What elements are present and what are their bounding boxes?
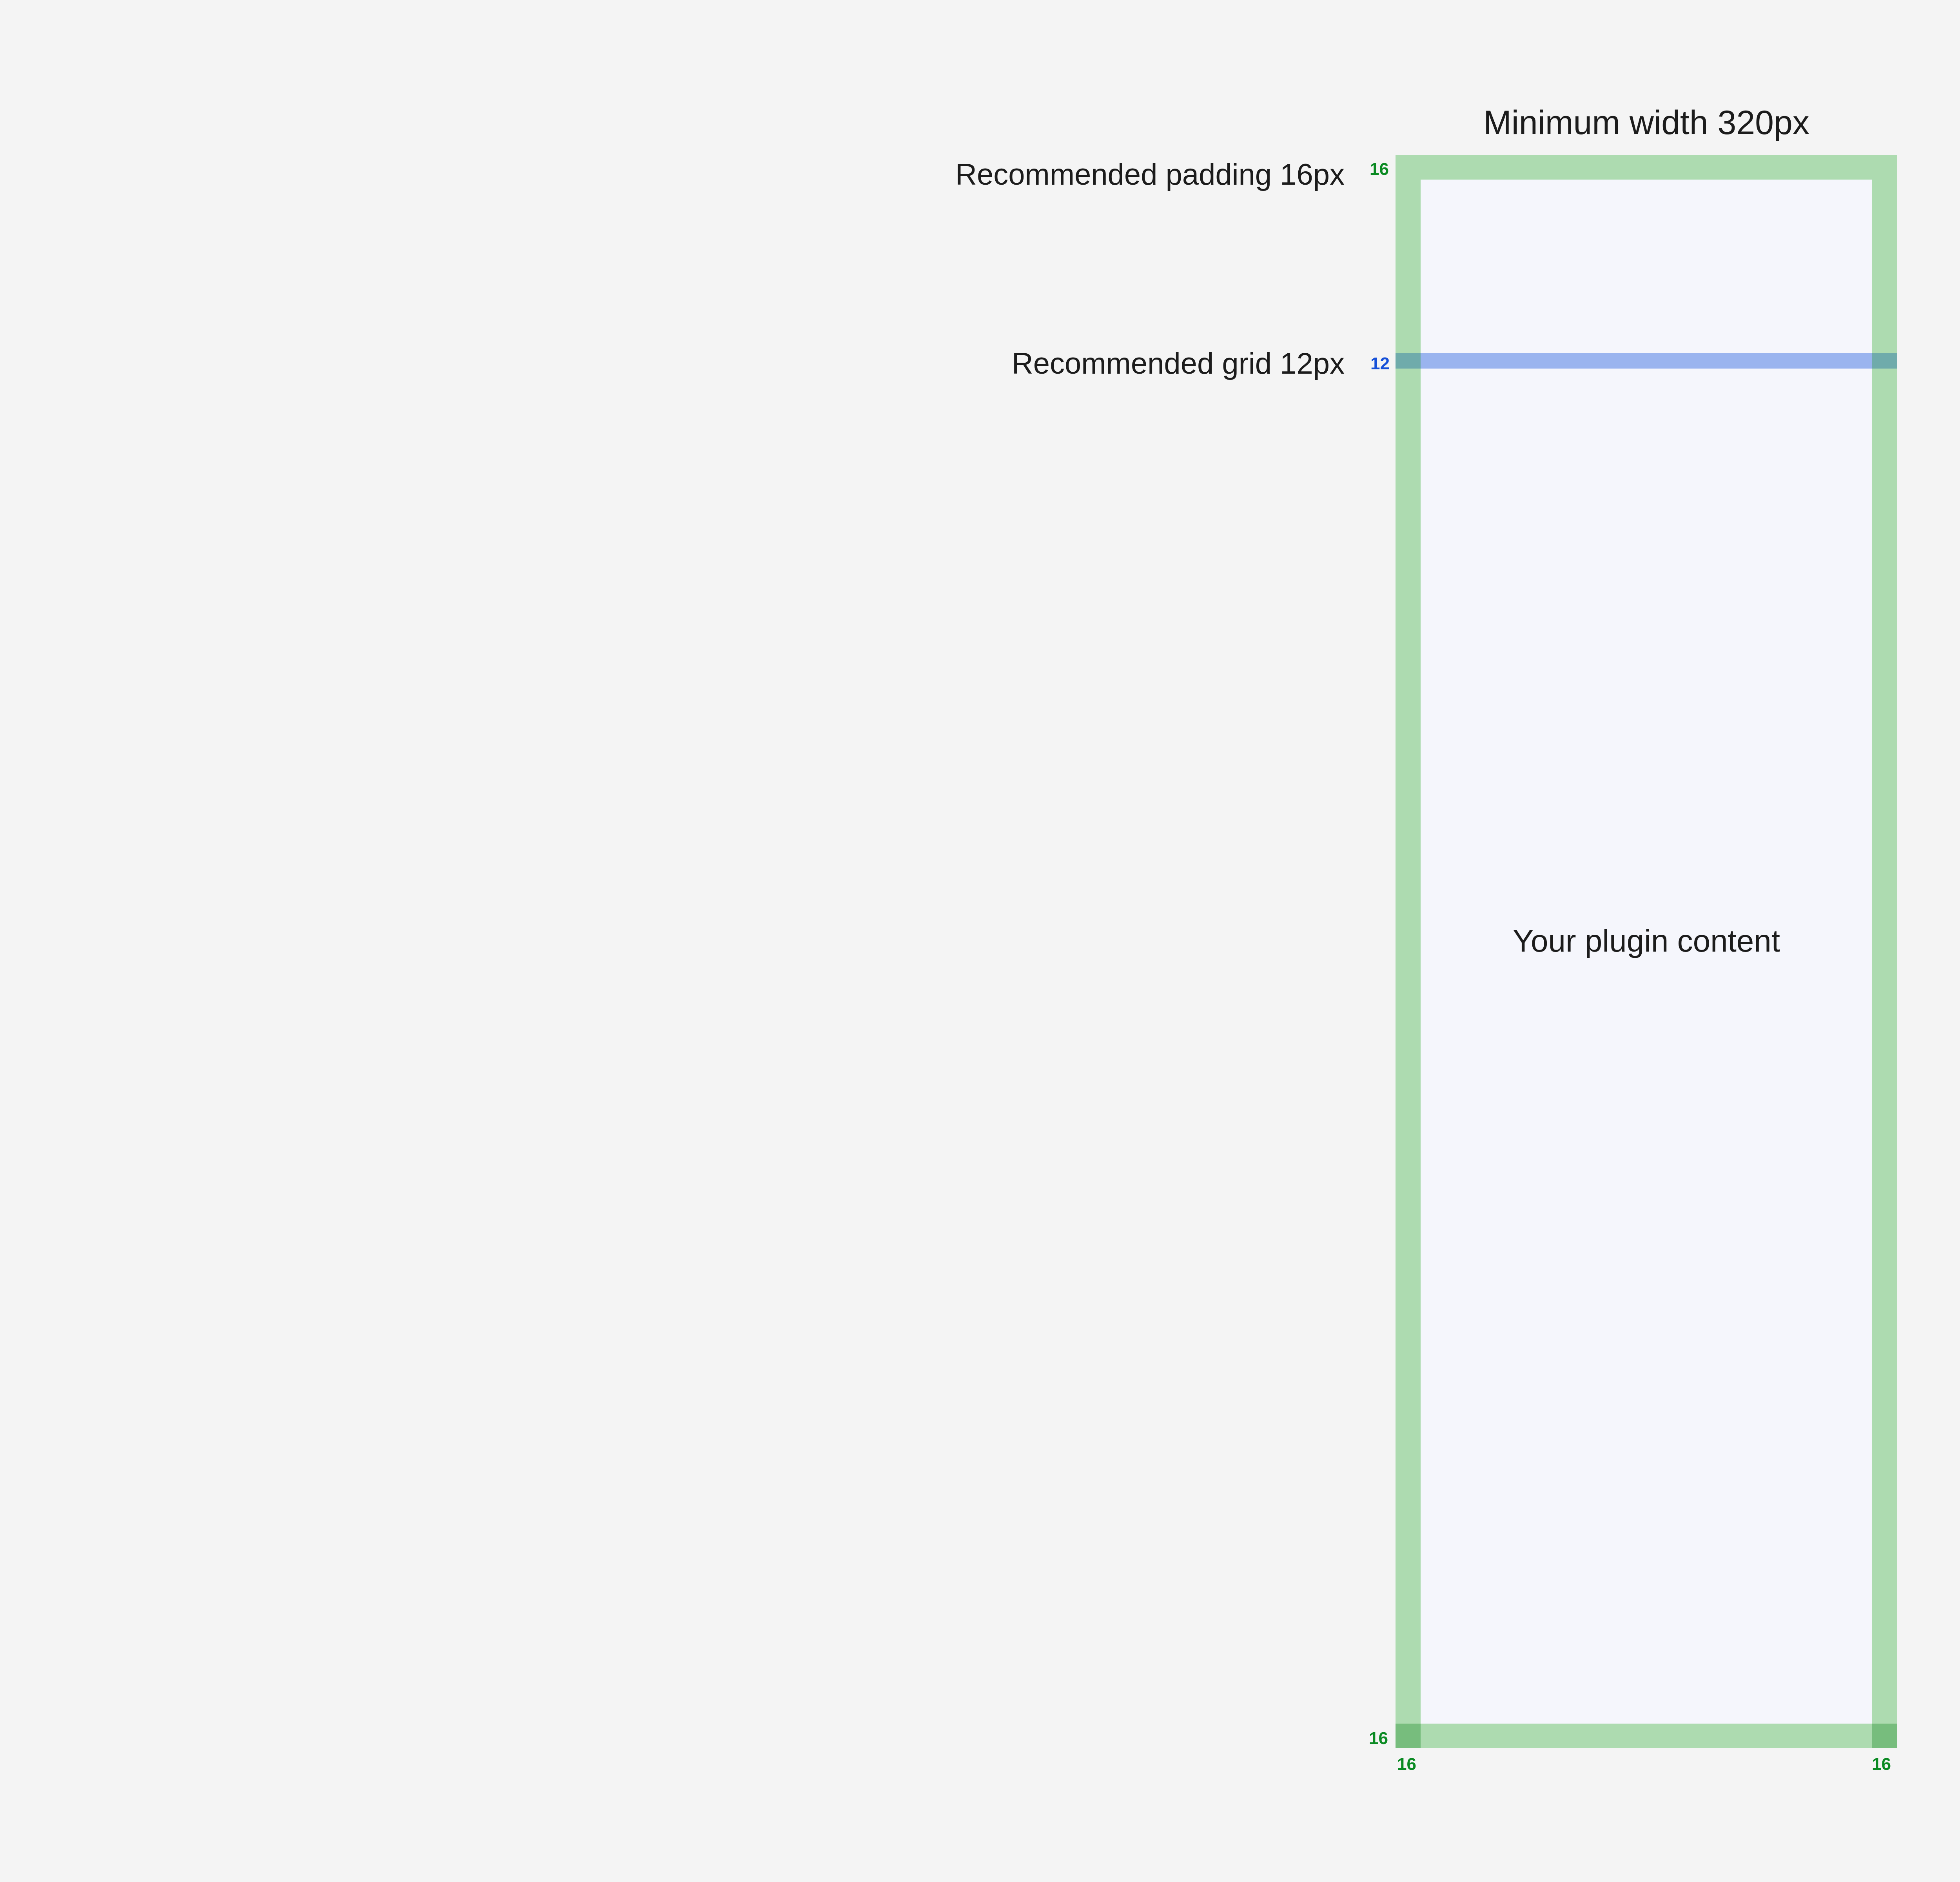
recommended-padding-label: Recommended padding 16px <box>955 158 1345 191</box>
grid-marker: 12 <box>1370 354 1390 373</box>
grid-bar-left-overlap <box>1396 353 1421 369</box>
recommended-grid-label: Recommended grid 12px <box>1011 347 1345 380</box>
minimum-width-title: Minimum width 320px <box>1483 104 1809 142</box>
grid-bar-right-overlap <box>1872 353 1897 369</box>
padding-marker-top-left: 16 <box>1370 160 1389 179</box>
plugin-frame-padding-band: Your plugin content <box>1396 155 1897 1748</box>
grid-row-bar <box>1396 353 1897 369</box>
padding-marker-bottom-right: 16 <box>1872 1755 1891 1774</box>
padding-marker-bottom-left: 16 <box>1397 1755 1416 1774</box>
padding-marker-bottom-inner: 16 <box>1369 1729 1388 1748</box>
plugin-content-label: Your plugin content <box>1512 923 1780 958</box>
plugin-content-area: Your plugin content <box>1421 180 1872 1724</box>
